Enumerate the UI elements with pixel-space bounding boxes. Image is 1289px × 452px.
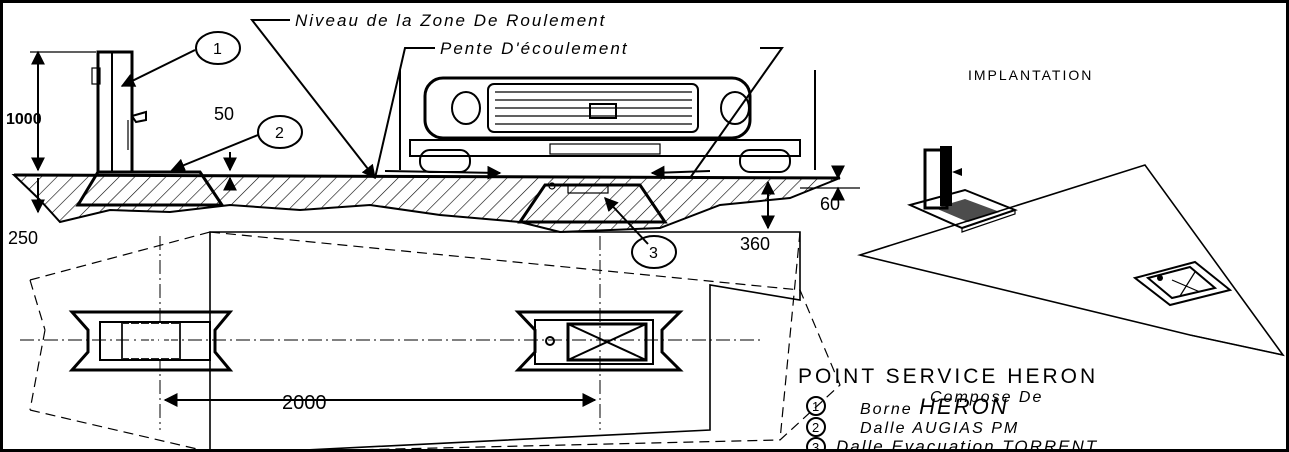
leader-niveau <box>249 19 376 180</box>
dim-2000: 2000 <box>282 392 327 414</box>
legend-item-1: Borne HERON <box>860 394 1009 419</box>
svg-text:2: 2 <box>812 420 819 435</box>
borne-heron-side <box>91 50 147 174</box>
dim-60: 60 <box>820 194 840 214</box>
ground-section <box>11 173 841 234</box>
callout-2: 2 <box>257 115 303 149</box>
dim-360: 360 <box>740 234 770 254</box>
svg-text:3: 3 <box>649 245 658 262</box>
ground-level-line <box>13 173 841 180</box>
vehicle-front <box>399 70 816 173</box>
dim-250: 250 <box>8 228 38 248</box>
label-pente-ecoulement: Pente D'écoulement <box>440 39 629 58</box>
svg-text:1: 1 <box>812 399 819 414</box>
legend-item-2: Dalle AUGIAS PM <box>860 420 1019 437</box>
callout-1: 1 <box>195 31 241 65</box>
label-niveau-zone-roulement: Niveau de la Zone De Roulement <box>295 11 606 30</box>
svg-text:2: 2 <box>275 125 284 142</box>
leader-pente-right <box>689 47 784 179</box>
legend-block: POINT SERVICE HERON Compose De 1 Borne H… <box>798 365 1098 452</box>
dim-1000: 1000 <box>6 111 42 128</box>
implantation-view <box>857 146 1285 357</box>
svg-text:3: 3 <box>812 440 819 452</box>
leader-pente-left <box>374 47 435 179</box>
svg-text:1: 1 <box>213 41 222 58</box>
callout-3: 3 <box>631 235 677 269</box>
legend-subtitle: Compose De <box>930 389 1043 406</box>
dalle-torrent-side <box>517 183 668 224</box>
dalle-augias-side <box>75 170 225 207</box>
dim-50: 50 <box>214 104 234 124</box>
label-implantation: IMPLANTATION <box>968 67 1093 83</box>
plan-view <box>20 231 841 452</box>
legend-item-3: Dalle Evacuation TORRENT <box>836 437 1098 452</box>
legend-title: POINT SERVICE HERON <box>798 365 1098 388</box>
